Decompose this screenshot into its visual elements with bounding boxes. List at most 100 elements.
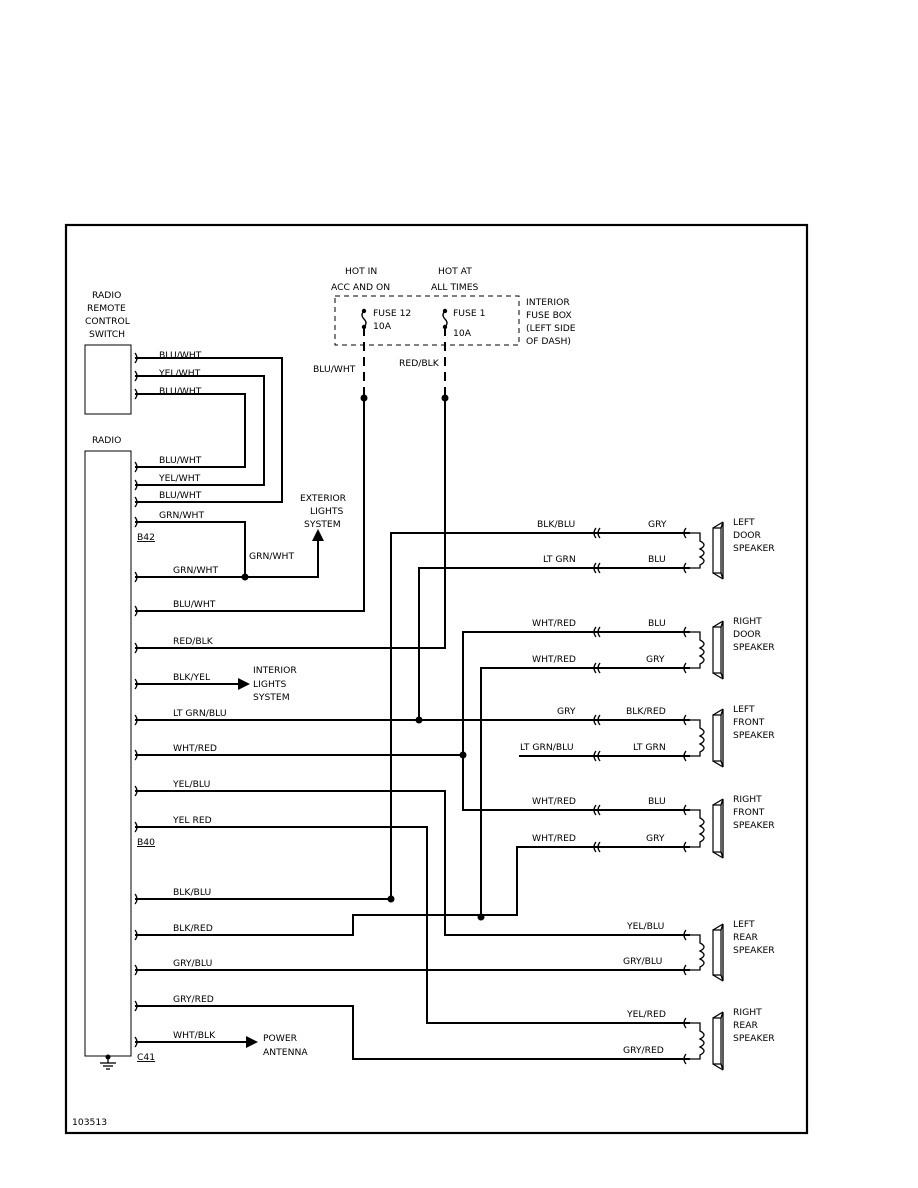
fuse1-wire-label: RED/BLK	[399, 358, 440, 369]
speaker-wire-label-right: BLK/RED	[626, 706, 666, 717]
fuse-box-label-line4: OF DASH)	[526, 336, 571, 347]
speaker-coil-icon	[690, 809, 705, 848]
speaker-magnet	[712, 929, 722, 976]
speaker-wire-label-right: LT GRN	[633, 742, 666, 753]
hot-all-label-line2: ALL TIMES	[431, 282, 478, 293]
speaker-label: FRONT	[733, 807, 765, 818]
radio-wire-label: BLU/WHT	[159, 490, 202, 501]
fuse-box-label-line3: (LEFT SIDE	[526, 323, 576, 334]
splice-dot	[387, 895, 395, 903]
switch-label-line2: REMOTE	[87, 303, 126, 314]
speaker-wire-label-right: GRY/RED	[623, 1045, 664, 1056]
speaker-wire-label-left: GRY	[557, 706, 576, 717]
speaker-label: SPEAKER	[733, 945, 775, 956]
speaker-label: SPEAKER	[733, 730, 775, 741]
splice-dot	[415, 716, 423, 724]
speaker-wire-label-right: GRY	[646, 654, 665, 665]
switch-wire-label-1: BLU/WHT	[159, 350, 202, 361]
exterior-wire-label: GRN/WHT	[249, 551, 294, 562]
speaker-wire-label-left: LT GRN/BLU	[520, 742, 574, 753]
fuse-1-symbol	[442, 308, 448, 330]
speaker-coil-icon	[690, 631, 705, 669]
hot-acc-label-line1: HOT IN	[345, 266, 377, 277]
speaker-magnet	[712, 714, 722, 762]
exterior-lights-label-line2: LIGHTS	[310, 506, 343, 517]
speaker-magnet	[712, 1017, 722, 1065]
connector-pin	[593, 714, 601, 726]
splice-dot	[241, 573, 249, 581]
speaker-label: DOOR	[733, 530, 762, 541]
power-antenna-label-line1: POWER	[263, 1033, 298, 1044]
switch-label-line1: RADIO	[92, 290, 121, 301]
switch-label-line4: SWITCH	[89, 329, 125, 340]
speaker-wire-label-right: YEL/BLU	[626, 921, 664, 932]
speaker-cone-icon	[712, 620, 724, 680]
speaker-coil-icon	[690, 934, 705, 971]
diagram-frame	[64, 223, 809, 1135]
speaker-label: SPEAKER	[733, 1033, 775, 1044]
radio-remote-control-switch: RADIO REMOTE CONTROL SWITCH BLU/WHT YEL/…	[84, 290, 202, 415]
connector-b40: B40	[137, 837, 155, 848]
connector-pin	[593, 841, 601, 853]
speaker-label: SPEAKER	[733, 820, 775, 831]
speaker-label: SPEAKER	[733, 543, 775, 554]
fuse12-wire-label: BLU/WHT	[313, 364, 356, 375]
speakers: BLK/BLU GRY LT GRN BLU LEFT DOOR SPEAKER WHT/RE…	[520, 517, 775, 1071]
exterior-lights-label-line3: SYSTEM	[304, 519, 341, 530]
radio-wire-label: GRY/RED	[173, 994, 214, 1005]
speaker-magnet	[712, 626, 722, 674]
radio-wire-label: RED/BLK	[173, 636, 214, 647]
fuse-box-label-line2: FUSE BOX	[526, 310, 572, 321]
speaker-wire-label-left: WHT/RED	[532, 618, 576, 629]
radio-wire-label: BLK/RED	[173, 923, 213, 934]
connector-pin	[593, 662, 601, 674]
interior-lights-label-line1: INTERIOR	[253, 665, 297, 676]
speaker-wire-label-right: BLU	[648, 618, 666, 629]
speaker-label: LEFT	[733, 919, 755, 930]
speaker-wire-label-right: BLU	[648, 554, 666, 565]
radio-body	[84, 450, 132, 1057]
splice-dot	[477, 913, 485, 921]
fuse-1-rating: 10A	[453, 328, 472, 339]
radio-wire-label: GRN/WHT	[159, 510, 204, 521]
speaker-wire-label-left: LT GRN	[543, 554, 576, 565]
switch-label-line3: CONTROL	[85, 316, 131, 327]
power-antenna-label-line2: ANTENNA	[263, 1047, 308, 1058]
radio-wire-label: GRY/BLU	[173, 958, 212, 969]
connector-c41: C41	[137, 1052, 155, 1063]
speaker-cone-icon	[712, 923, 724, 982]
fuse-12-symbol	[361, 308, 367, 330]
speaker-left-front: GRY BLK/RED LT GRN/BLU LT GRN LEFT FRONT SPEAK…	[520, 704, 775, 768]
wire-harness	[134, 352, 640, 1060]
fuse-box: HOT IN ACC AND ON HOT AT ALL TIMES INTER…	[313, 266, 576, 402]
speaker-label: RIGHT	[733, 794, 762, 805]
switch-wire-label-2: YEL/WHT	[158, 368, 201, 379]
fuse-box-outline	[334, 295, 520, 346]
connector-pin	[593, 626, 601, 638]
exterior-lights-label-line1: EXTERIOR	[300, 493, 347, 504]
connector-pin	[593, 750, 601, 762]
speaker-wire-label-left: BLK/BLU	[537, 519, 575, 530]
speaker-label: LEFT	[733, 704, 755, 715]
radio-wire-label: GRN/WHT	[173, 565, 218, 576]
radio-wire-label: YEL/WHT	[158, 473, 201, 484]
speaker-cone-icon	[712, 1011, 724, 1071]
radio-wire-label: BLU/WHT	[159, 455, 202, 466]
radio-wire-label: BLK/BLU	[173, 887, 211, 898]
speaker-magnet	[712, 527, 722, 574]
speaker-label: REAR	[733, 932, 758, 943]
radio-wire-label: BLU/WHT	[173, 599, 216, 610]
connector-b42: B42	[137, 532, 155, 543]
switch-wire-label-3: BLU/WHT	[159, 386, 202, 397]
speaker-label: RIGHT	[733, 616, 762, 627]
radio-wire-label: YEL/BLU	[172, 779, 210, 790]
speaker-coil-icon	[690, 719, 705, 757]
speaker-wire-label-right: YEL/RED	[626, 1009, 666, 1020]
radio-wire-label: LT GRN/BLU	[173, 708, 227, 719]
speaker-label: FRONT	[733, 717, 765, 728]
